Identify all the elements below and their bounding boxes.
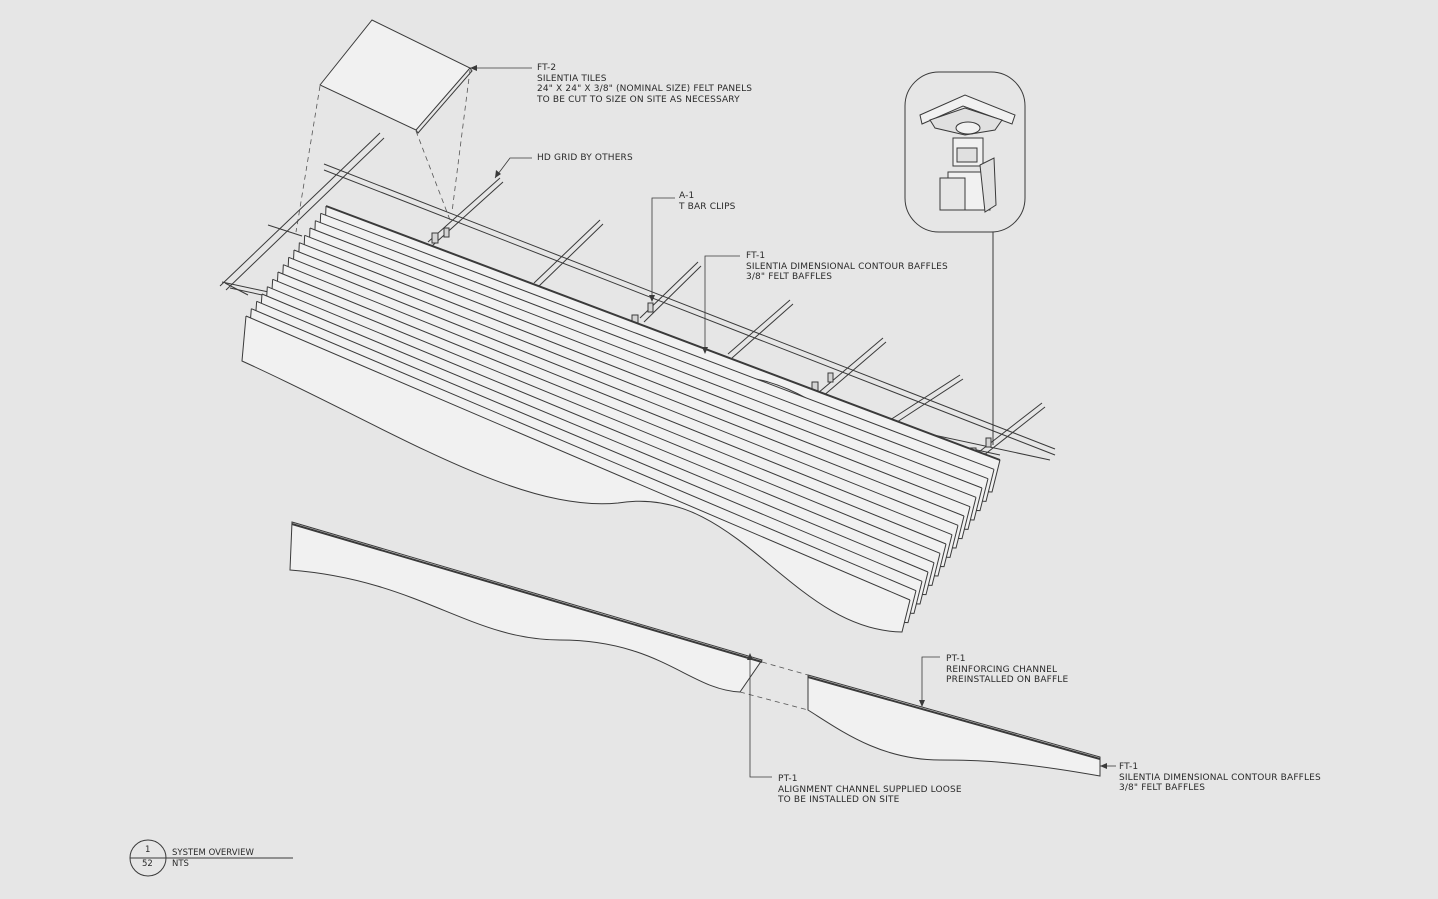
contour-baffle-array [241, 205, 1001, 633]
callout-ft2-line: 24" X 24" X 3/8" (NOMINAL SIZE) FELT PAN… [537, 84, 753, 94]
callout-pt1-reinforcing-line: REINFORCING CHANNEL [946, 664, 1058, 675]
callout-hd-grid: HD GRID BY OTHERS [537, 153, 633, 164]
callout-ft2-line: SILENTIA TILES [537, 73, 607, 84]
callout-hd-grid-line: HD GRID BY OTHERS [537, 153, 633, 163]
alignment-channel-gap [739, 661, 809, 711]
baffle-channel [261, 293, 929, 573]
baffle-channel [283, 264, 953, 536]
callout-ft1-top-line: FT-1 [746, 251, 766, 261]
callout-pt1-alignment: PT-1 ALIGNMENT CHANNEL SUPPLIED LOOSE TO… [778, 774, 962, 806]
tile-projection-lines [295, 69, 471, 233]
callout-ft1-bottom-line: SILENTIA DIMENSIONAL CONTOUR BAFFLES [1119, 772, 1321, 783]
callout-ft2: FT-2 SILENTIA TILES 24" X 24" X 3/8" (NO… [537, 63, 752, 105]
callout-pt1-alignment-line: TO BE INSTALLED ON SITE [778, 795, 900, 805]
callout-ft1-bottom-line: FT-1 [1119, 762, 1139, 772]
baffle-channel [277, 271, 947, 545]
baffle-channel [272, 278, 941, 554]
callout-ft1-top: FT-1 SILENTIA DIMENSIONAL CONTOUR BAFFLE… [746, 251, 948, 283]
baffle-channel [245, 315, 911, 601]
sheet-number: 52 [142, 859, 153, 869]
callout-a1-line: A-1 [679, 191, 695, 201]
baffle-channel [256, 300, 923, 582]
baffle-channel [251, 308, 917, 592]
callout-ft1-top-line: 3/8" FELT BAFFLES [746, 272, 833, 282]
leader-lines [470, 67, 1116, 778]
callout-ft1-bottom: FT-1 SILENTIA DIMENSIONAL CONTOUR BAFFLE… [1119, 762, 1321, 794]
baffle-channel [299, 242, 971, 508]
leader-arrowheads [470, 65, 1107, 769]
callout-a1: A-1 T BAR CLIPS [679, 191, 736, 212]
exploded-baffle-left [289, 521, 763, 693]
callout-pt1-alignment-line: PT-1 [778, 774, 798, 784]
felt-tile-ft2 [319, 19, 473, 134]
baffle-channel [293, 249, 965, 517]
callout-pt1-reinforcing-line: PREINSTALLED ON BAFFLE [946, 675, 1069, 685]
contour-baffle [241, 315, 911, 633]
baffle-channel [309, 227, 983, 489]
exploded-baffle-right [807, 674, 1101, 777]
callout-ft2-line: FT-2 [537, 63, 557, 73]
clip-detail-bubble [904, 71, 1026, 445]
baffle-channel [320, 212, 995, 470]
baffle-channel [315, 220, 989, 480]
callout-ft1-top-line: SILENTIA DIMENSIONAL CONTOUR BAFFLES [746, 261, 948, 272]
drawing-title: SYSTEM OVERVIEW [172, 848, 254, 858]
baffle-channel [304, 234, 977, 498]
callout-pt1-reinforcing-line: PT-1 [946, 654, 966, 664]
callout-pt1-alignment-line: ALIGNMENT CHANNEL SUPPLIED LOOSE [778, 784, 962, 795]
drawing-scale: NTS [172, 859, 189, 869]
callout-pt1-reinforcing: PT-1 REINFORCING CHANNEL PREINSTALLED ON… [946, 654, 1068, 686]
callout-ft2-line: TO BE CUT TO SIZE ON SITE AS NECESSARY [537, 94, 740, 105]
callout-ft1-bottom-line: 3/8" FELT BAFFLES [1119, 783, 1206, 793]
callout-a1-line: T BAR CLIPS [679, 201, 736, 212]
baffle-channel [325, 205, 1001, 461]
detail-number: 1 [145, 845, 151, 855]
detail-tag [129, 839, 293, 877]
baffle-channel [288, 256, 959, 526]
baffle-channel [267, 286, 935, 564]
